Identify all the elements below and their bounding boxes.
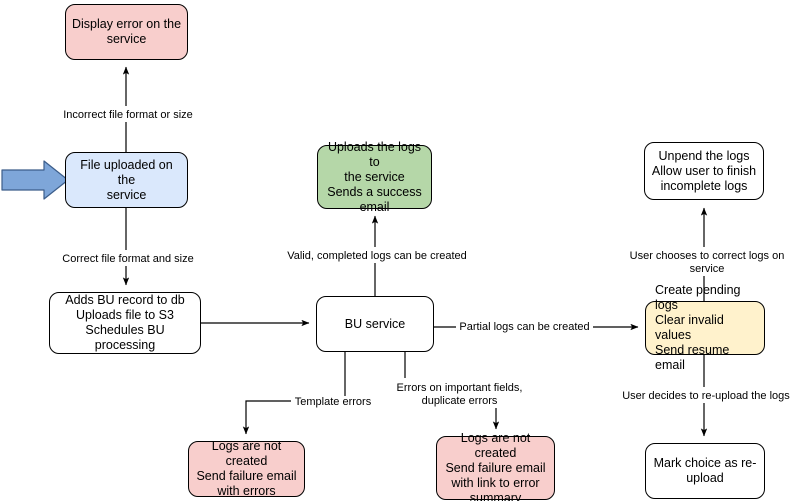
edge-label-user-decides-to-re-upload: User decides to re-upload the logs xyxy=(620,390,792,403)
edge-label-user-chooses-to-correct-logs: User chooses to correct logs on service xyxy=(609,250,801,276)
node-unpend-the-logs[interactable]: Unpend the logs Allow user to finish inc… xyxy=(644,142,764,200)
edge-label-correct-file-format: Correct file format and size xyxy=(59,253,197,266)
node-file-uploaded-on-the-service[interactable]: File uploaded on the service xyxy=(65,152,188,208)
edge-label-partial-logs: Partial logs can be created xyxy=(456,321,593,334)
node-logs-not-created-with-errors[interactable]: Logs are not created Send failure email … xyxy=(188,439,305,498)
edge-label-incorrect-file-format: Incorrect file format or size xyxy=(58,109,198,122)
edge-bu-service-to-logs-not-created-template xyxy=(242,352,346,435)
node-mark-choice-as-re-upload[interactable]: Mark choice as re- upload xyxy=(645,443,765,499)
edge-label-valid-completed-logs: Valid, completed logs can be created xyxy=(285,250,469,263)
node-logs-not-created-error-summary[interactable]: Logs are not created Send failure email … xyxy=(436,431,555,501)
node-bu-service[interactable]: BU service xyxy=(316,296,434,352)
edge-label-errors-on-important-fields: Errors on important fields, duplicate er… xyxy=(393,382,526,408)
node-create-pending-logs[interactable]: Create pending logs Clear invalid values… xyxy=(645,283,765,372)
edge-label-template-errors: Template errors xyxy=(291,396,375,409)
node-display-error[interactable]: Display error on the service xyxy=(65,4,188,60)
start-block-arrow xyxy=(1,160,69,200)
node-adds-bu-record[interactable]: Adds BU record to db Uploads file to S3 … xyxy=(49,292,201,354)
node-uploads-the-logs[interactable]: Uploads the logs to the service Sends a … xyxy=(317,140,432,214)
